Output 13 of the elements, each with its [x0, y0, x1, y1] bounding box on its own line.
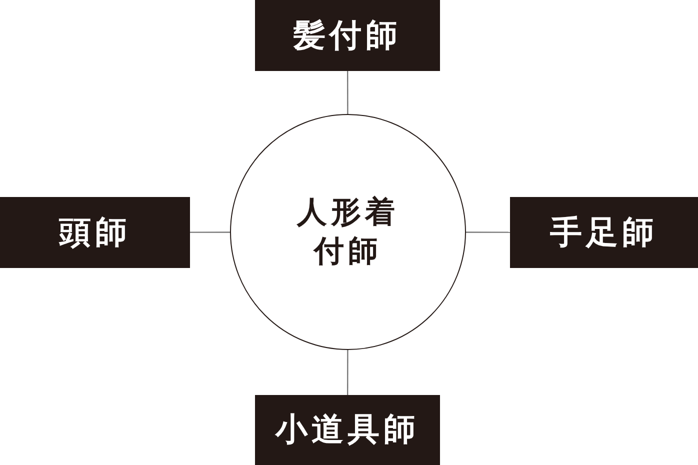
role-box [255, 0, 440, 71]
role-label: 手足師 [550, 212, 658, 253]
connector-line [346, 350, 348, 395]
connector-line [347, 71, 348, 114]
role-box [510, 197, 698, 268]
connector-line [466, 232, 510, 233]
role-label: 人形着付師 [296, 194, 400, 271]
role-label: 頭師 [59, 212, 131, 253]
role-box [0, 197, 190, 268]
role-label: 小道具師 [276, 409, 420, 450]
role-box [255, 395, 440, 465]
role-label: 髪付師 [294, 14, 402, 56]
connector-line [190, 232, 230, 233]
